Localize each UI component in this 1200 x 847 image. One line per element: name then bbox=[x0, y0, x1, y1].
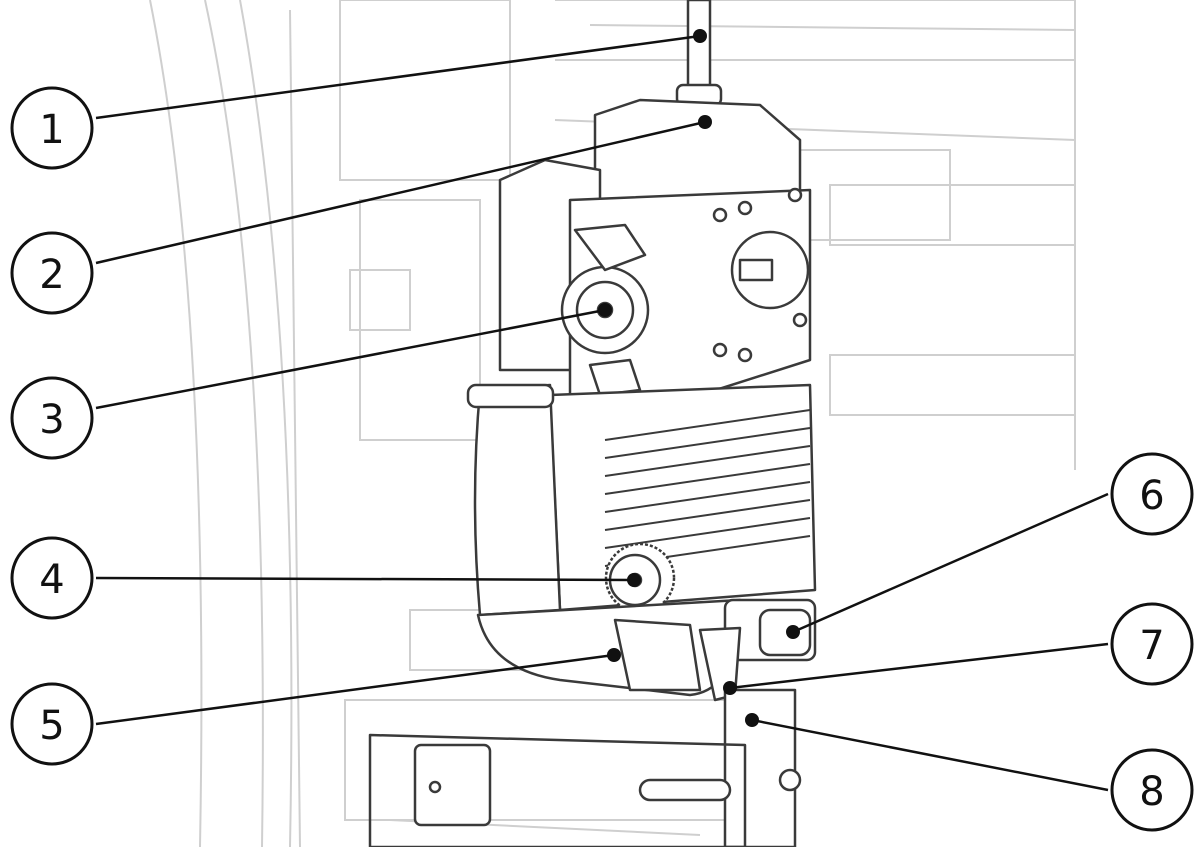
leader-dot-1 bbox=[693, 29, 707, 43]
leader-lines bbox=[95, 34, 1109, 792]
leader-line-6 bbox=[792, 492, 1109, 634]
leader-line-2 bbox=[95, 120, 706, 265]
leader-dot-8 bbox=[745, 713, 759, 727]
callout-labels: 1 2 3 4 5 6 7 8 bbox=[39, 107, 1164, 815]
leader-line-8 bbox=[751, 718, 1109, 792]
heatsink-fins bbox=[604, 409, 811, 567]
callout-label-3: 3 bbox=[39, 397, 64, 443]
leader-dot-3 bbox=[598, 303, 612, 317]
leader-dot-6 bbox=[786, 625, 800, 639]
callout-circle-2 bbox=[10, 231, 94, 315]
leader-dot-5 bbox=[607, 648, 621, 662]
top-block bbox=[593, 98, 802, 202]
leader-line-5 bbox=[95, 653, 615, 726]
callout-circles bbox=[10, 86, 1194, 832]
leader-dots bbox=[598, 29, 800, 727]
callout-circle-1 bbox=[10, 86, 94, 170]
leader-line-1 bbox=[95, 34, 701, 120]
heatsink bbox=[548, 383, 817, 612]
callout-label-6: 6 bbox=[1139, 473, 1164, 519]
callout-circle-6 bbox=[1110, 452, 1194, 536]
leader-dot-4 bbox=[627, 573, 641, 587]
leader-dot-2 bbox=[698, 115, 712, 129]
leader-dot-7 bbox=[723, 681, 737, 695]
callout-circle-5 bbox=[10, 682, 94, 766]
callout-circle-7 bbox=[1110, 602, 1194, 686]
callout-label-8: 8 bbox=[1139, 769, 1164, 815]
leader-line-7 bbox=[729, 642, 1109, 690]
callout-circle-8 bbox=[1110, 748, 1194, 832]
leader-line-3 bbox=[95, 308, 606, 410]
callout-circle-3 bbox=[10, 376, 94, 460]
leader-line-4 bbox=[95, 576, 635, 582]
callout-label-2: 2 bbox=[39, 252, 64, 298]
carriage-bracket bbox=[723, 688, 797, 847]
callout-label-5: 5 bbox=[39, 703, 64, 749]
callout-label-4: 4 bbox=[39, 557, 64, 603]
callout-label-1: 1 bbox=[39, 107, 64, 153]
callout-circle-4 bbox=[10, 536, 94, 620]
callout-label-7: 7 bbox=[1139, 623, 1164, 669]
extruder-assembly bbox=[368, 0, 817, 847]
lower-duct bbox=[476, 598, 742, 697]
